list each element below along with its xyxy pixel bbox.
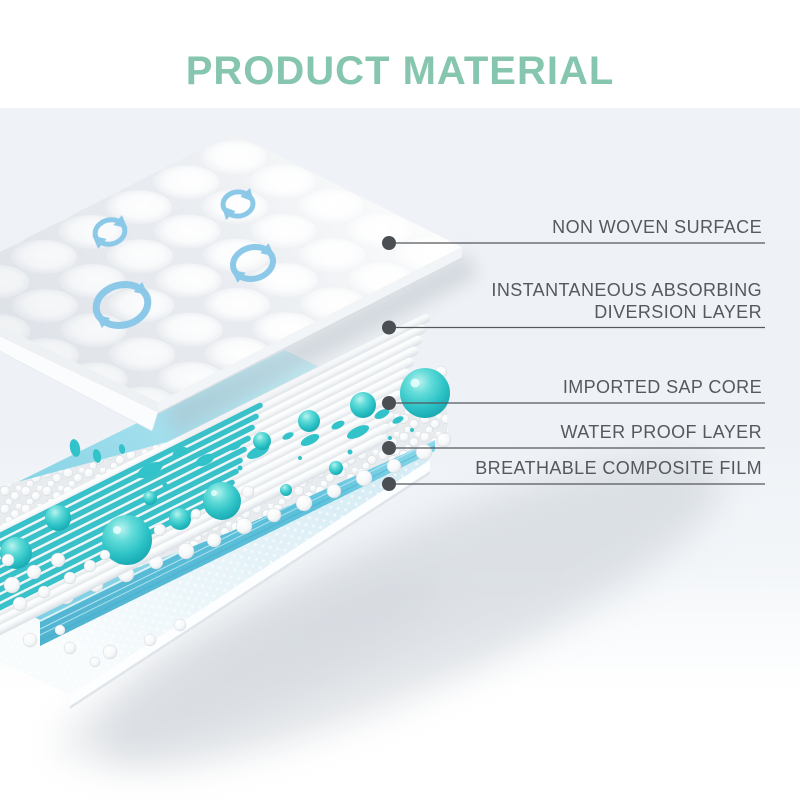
foreground-beads [1,485,255,612]
label-text: NON WOVEN SURFACE [552,217,762,237]
sap-balls [0,368,450,612]
page-title: PRODUCT MATERIAL [185,49,615,93]
leader-lines [389,242,765,485]
label-water-proof-layer: WATER PROOF LAYER [561,421,763,443]
cast-shadow [57,456,723,768]
label-text: INSTANTANEOUS ABSORBING [491,280,762,300]
label-text: WATER PROOF LAYER [560,422,762,442]
label-imported-sap-core: IMPORTED SAP CORE [563,376,762,398]
quilt-shadow [162,252,478,436]
label-text: DIVERSION LAYER [594,302,762,322]
circulation-arrow-icon [92,188,276,329]
leader-dot [382,236,396,491]
label-breathable-composite-film: BREATHABLE COMPOSITE FILM [475,457,762,479]
label-instantaneous-absorbing-diversion-layer: INSTANTANEOUS ABSORBING DIVERSION LAYER [491,279,762,323]
label-text: BREATHABLE COMPOSITE FILM [475,458,762,478]
label-non-woven-surface: NON WOVEN SURFACE [552,216,762,238]
label-text: IMPORTED SAP CORE [562,377,762,397]
